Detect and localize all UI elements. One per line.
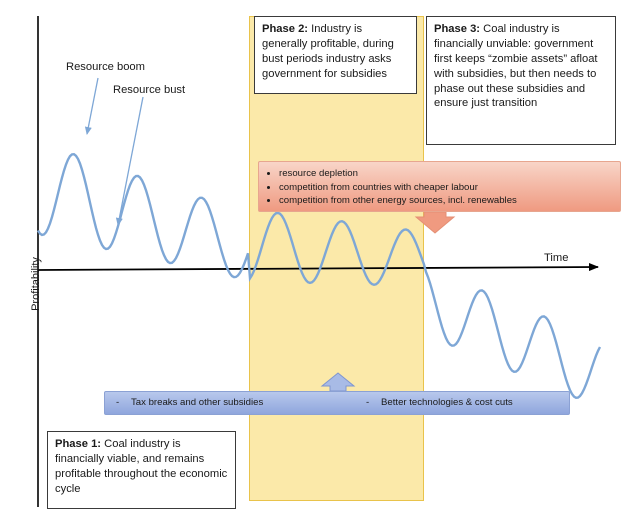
phase3-box: Phase 3: Coal industry is financially un… — [426, 16, 616, 145]
support-up-arrow — [320, 372, 356, 392]
resource-boom-label: Resource boom — [66, 61, 145, 73]
x-axis-label: Time — [544, 252, 569, 264]
time-axis — [37, 263, 599, 272]
phase1-box: Phase 1: Coal industry is financially vi… — [47, 431, 236, 509]
pressure-item: competition from other energy sources, i… — [279, 195, 612, 207]
support-item: Tax breaks and other subsidies — [131, 397, 264, 408]
phase2-band — [249, 16, 424, 501]
phase2-box: Phase 2: Industry is generally profitabl… — [254, 16, 417, 94]
support-item: Better technologies & cost cuts — [381, 397, 513, 408]
pressure-down-arrow — [414, 211, 456, 234]
resource-bust-label: Resource bust — [113, 84, 186, 96]
pressures-box: resource depletion competition from coun… — [258, 161, 621, 212]
boom-arrow — [84, 77, 99, 135]
support-dash: - — [116, 397, 120, 408]
pressure-item: resource depletion — [279, 168, 612, 180]
phase2-text: Industry is generally profitable, during… — [262, 23, 394, 80]
bust-arrow — [115, 96, 144, 226]
phase3-title: Phase 3: — [434, 23, 481, 35]
profitability-curve — [36, 152, 602, 400]
phase3-text: Coal industry is financially unviable: g… — [434, 23, 598, 110]
support-dash: - — [366, 397, 370, 408]
phase1-text: Coal industry is financially viable, and… — [55, 438, 228, 495]
phase1-title: Phase 1: — [55, 438, 102, 450]
phase2-title: Phase 2: — [262, 23, 309, 35]
y-axis-label: Profitability — [30, 257, 42, 311]
supports-bar: - Tax breaks and other subsidies - Bette… — [104, 391, 570, 415]
pressure-item: competition from countries with cheaper … — [279, 182, 612, 194]
